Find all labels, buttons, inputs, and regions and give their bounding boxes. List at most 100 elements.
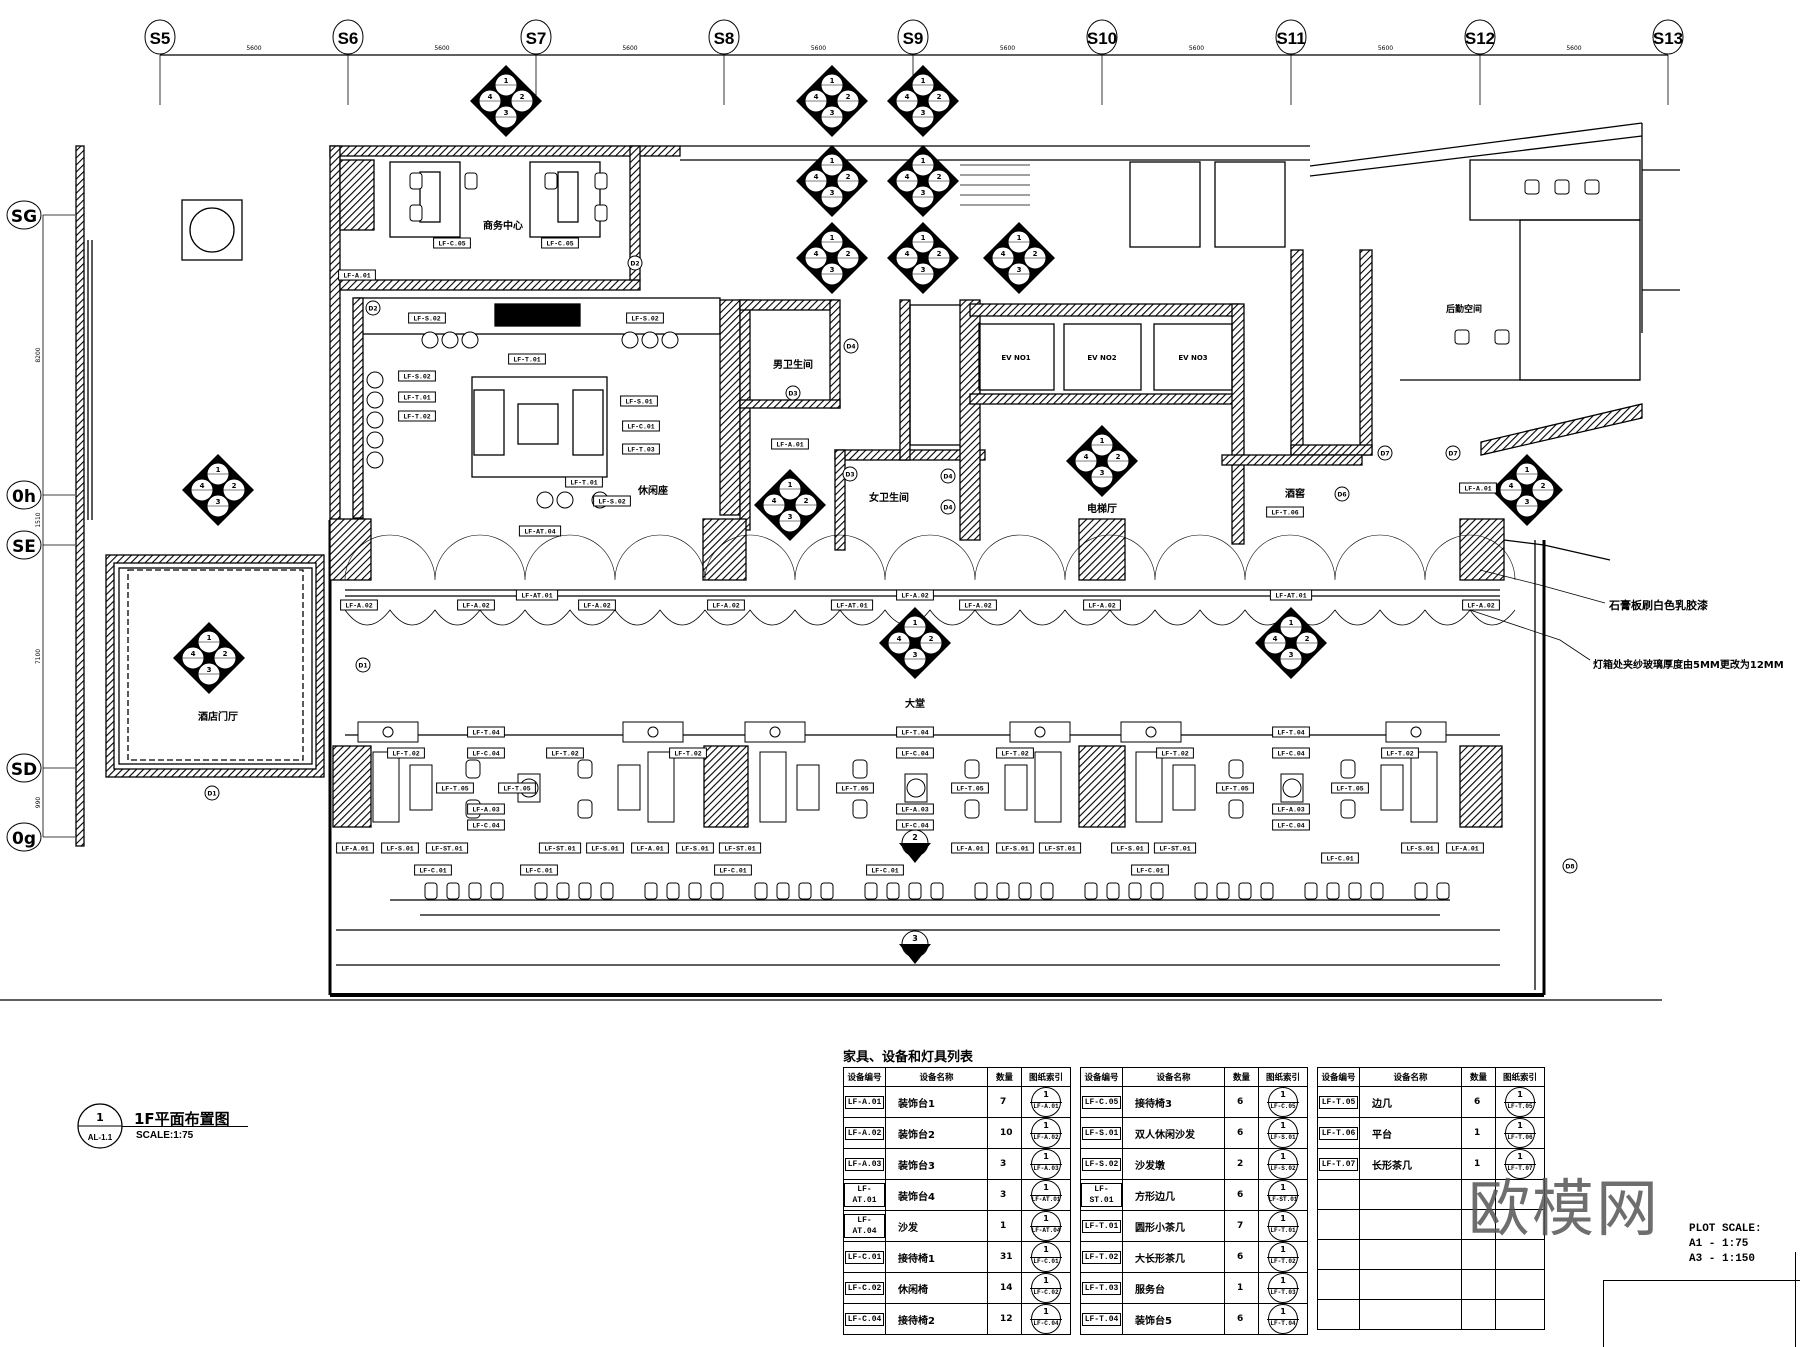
door-tag[interactable]: D1 xyxy=(204,785,220,801)
furniture-tag[interactable]: LF-A.02 xyxy=(340,599,378,611)
door-tag[interactable]: D7 xyxy=(1377,445,1393,461)
furniture-tag[interactable]: LF-C.04 xyxy=(467,747,505,759)
furniture-tag[interactable]: LF-A.01 xyxy=(336,842,374,854)
furniture-tag[interactable]: LF-T.05 xyxy=(951,782,989,794)
furniture-tag[interactable]: LF-T.05 xyxy=(498,782,536,794)
furniture-tag[interactable]: LF-S.02 xyxy=(593,495,631,507)
furniture-tag[interactable]: LF-T.02 xyxy=(398,410,436,422)
furniture-tag[interactable]: LF-C.01 xyxy=(414,864,452,876)
furniture-tag[interactable]: LF-T.05 xyxy=(1216,782,1254,794)
furniture-tag[interactable]: LF-AT.01 xyxy=(1269,589,1313,601)
furniture-tag[interactable]: LF-T.01 xyxy=(398,391,436,403)
furniture-tag[interactable]: LF-A.02 xyxy=(707,599,745,611)
door-tag[interactable]: D6 xyxy=(1334,486,1350,502)
furniture-tag[interactable]: LF-T.05 xyxy=(436,782,474,794)
furniture-tag[interactable]: LF-ST.01 xyxy=(718,842,762,854)
furniture-tag[interactable]: LF-ST.01 xyxy=(538,842,582,854)
door-tag[interactable]: D3 xyxy=(842,466,858,482)
furniture-tag[interactable]: LF-A.03 xyxy=(467,803,505,815)
section-mark[interactable]: 2 xyxy=(899,829,931,863)
furniture-tag[interactable]: LF-C.04 xyxy=(1272,819,1310,831)
furniture-tag[interactable]: LF-S.01 xyxy=(996,842,1034,854)
furniture-tag[interactable]: LF-C.01 xyxy=(1321,852,1359,864)
furniture-tag[interactable]: LF-A.03 xyxy=(1272,803,1310,815)
furniture-tag[interactable]: LF-A.01 xyxy=(771,438,809,450)
furniture-tag[interactable]: LF-T.04 xyxy=(467,726,505,738)
furniture-tag[interactable]: LF-T.01 xyxy=(508,353,546,365)
furniture-tag[interactable]: LF-T.01 xyxy=(565,476,603,488)
furniture-tag[interactable]: LF-S.01 xyxy=(1401,842,1439,854)
furniture-tag[interactable]: LF-T.02 xyxy=(1156,747,1194,759)
furniture-tag[interactable]: LF-C.05 xyxy=(433,237,471,249)
furniture-tag[interactable]: LF-C.04 xyxy=(896,747,934,759)
furniture-tag[interactable]: LF-T.02 xyxy=(996,747,1034,759)
door-tag[interactable]: D2 xyxy=(627,255,643,271)
furniture-tag[interactable]: LF-S.02 xyxy=(398,370,436,382)
door-tag[interactable]: D1 xyxy=(355,657,371,673)
furniture-tag[interactable]: LF-A.02 xyxy=(1083,599,1121,611)
furniture-tag[interactable]: LF-T.05 xyxy=(1331,782,1369,794)
door-tag[interactable]: D8 xyxy=(1562,858,1578,874)
furniture-tag[interactable]: LF-S.01 xyxy=(586,842,624,854)
furniture-tag[interactable]: LF-S.01 xyxy=(676,842,714,854)
door-tag[interactable]: D4 xyxy=(940,499,956,515)
furniture-tag[interactable]: LF-A.02 xyxy=(457,599,495,611)
door-tag[interactable]: D7 xyxy=(1445,445,1461,461)
furniture-tag[interactable]: LF-S.02 xyxy=(626,312,664,324)
furniture-tag[interactable]: LF-C.01 xyxy=(520,864,558,876)
furniture-tag[interactable]: LF-S.01 xyxy=(1111,842,1149,854)
door-tag[interactable]: D4 xyxy=(940,468,956,484)
furniture-tag[interactable]: LF-S.02 xyxy=(408,312,446,324)
furniture-tag[interactable]: LF-A.02 xyxy=(896,589,934,601)
furniture-tag[interactable]: LF-A.01 xyxy=(631,842,669,854)
furniture-tag[interactable]: LF-C.04 xyxy=(467,819,505,831)
furniture-tag[interactable]: LF-T.06 xyxy=(1266,506,1304,518)
section-mark[interactable]: 3 xyxy=(899,930,931,964)
furniture-tag[interactable]: LF-T.04 xyxy=(896,726,934,738)
furniture-tag[interactable]: LF-S.01 xyxy=(620,395,658,407)
door-tag[interactable]: D4 xyxy=(843,338,859,354)
furniture-tag[interactable]: LF-AT.01 xyxy=(515,589,559,601)
furniture-tag[interactable]: LF-A.01 xyxy=(1459,482,1497,494)
door-tag[interactable]: D3 xyxy=(785,385,801,401)
furniture-tag[interactable]: LF-A.01 xyxy=(1446,842,1484,854)
furniture-tag[interactable]: LF-S.01 xyxy=(381,842,419,854)
furniture-tag[interactable]: LF-A.01 xyxy=(338,269,376,281)
furniture-tag[interactable]: LF-T.04 xyxy=(1272,726,1310,738)
furniture-tag[interactable]: LF-T.02 xyxy=(1381,747,1419,759)
furniture-tag[interactable]: LF-ST.01 xyxy=(425,842,469,854)
furniture-tag[interactable]: LF-ST.01 xyxy=(1153,842,1197,854)
door-tag[interactable]: D2 xyxy=(365,300,381,316)
furniture-tag[interactable]: LF-T.05 xyxy=(836,782,874,794)
